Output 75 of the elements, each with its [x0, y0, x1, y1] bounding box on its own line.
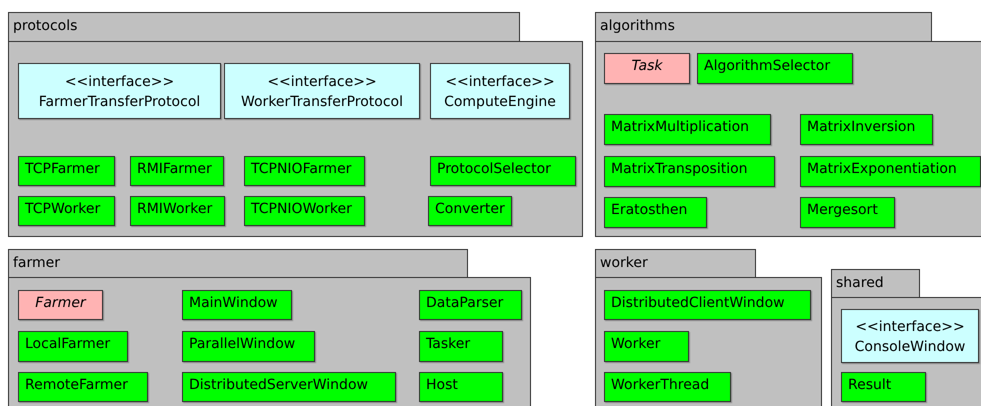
class-name: DataParser [426, 294, 504, 313]
abstract-class-box [18, 290, 103, 320]
stereotype-label: <<interface>> [855, 318, 965, 337]
class-box [604, 290, 811, 320]
stereotype-label: <<interface>> [445, 73, 555, 92]
class-name: TCPFarmer [25, 160, 100, 179]
class-name: Worker [611, 335, 660, 354]
package-tab: farmer [8, 249, 468, 278]
class-box [18, 331, 128, 362]
class-box [800, 197, 895, 228]
interface-box [841, 309, 979, 363]
class-box [244, 156, 365, 186]
class-box [18, 156, 115, 186]
class-box [430, 156, 576, 186]
class-name: MatrixTransposition [611, 160, 748, 179]
class-box [604, 197, 707, 228]
class-name: Farmer [35, 294, 86, 313]
stereotype-label: <<interface>> [267, 73, 377, 92]
class-box [182, 372, 396, 402]
class-box [244, 196, 365, 226]
class-name: Tasker [426, 335, 470, 354]
class-name: RemoteFarmer [25, 376, 128, 395]
class-name: DistributedServerWindow [189, 376, 368, 395]
class-name: Result [848, 376, 892, 395]
class-name: ComputeEngine [444, 93, 556, 112]
class-name: TCPNIOWorker [251, 200, 352, 219]
class-box [18, 372, 148, 402]
class-name: TCPWorker [25, 200, 100, 219]
class-name: Converter [435, 200, 505, 219]
class-name: Eratosthen [611, 201, 688, 220]
interface-box [18, 63, 221, 119]
class-box [604, 331, 689, 362]
class-name: TCPNIOFarmer [251, 160, 352, 179]
class-name: Mergesort [807, 201, 878, 220]
class-name: MatrixInversion [807, 118, 916, 137]
class-name: AlgorithmSelector [704, 57, 830, 76]
class-name: LocalFarmer [25, 335, 110, 354]
class-name: MainWindow [189, 294, 278, 313]
class-name: ProtocolSelector [437, 160, 551, 179]
class-box [419, 372, 503, 402]
stereotype-label: <<interface>> [64, 73, 174, 92]
class-box [604, 156, 775, 187]
class-box [419, 331, 503, 362]
interface-box [430, 63, 570, 119]
package-tab: worker [595, 249, 756, 278]
class-box [428, 196, 512, 226]
class-box [182, 290, 292, 320]
class-box [841, 372, 926, 402]
class-box [419, 290, 522, 320]
class-box [130, 196, 225, 226]
class-box [182, 331, 315, 362]
class-name: FarmerTransferProtocol [38, 93, 200, 112]
class-box [18, 196, 115, 226]
class-name: ConsoleWindow [854, 338, 966, 357]
abstract-class-box [604, 53, 690, 84]
class-name: WorkerThread [611, 376, 710, 395]
class-box [604, 114, 771, 145]
class-box [800, 156, 981, 187]
class-name: Host [426, 376, 458, 395]
class-name: Task [631, 57, 663, 76]
class-name: MatrixExponentiation [807, 160, 957, 179]
class-name: DistributedClientWindow [611, 294, 785, 313]
package-tab: shared [831, 269, 920, 298]
class-box [130, 156, 224, 186]
class-box [800, 114, 933, 145]
class-name: ParallelWindow [189, 335, 296, 354]
class-name: WorkerTransferProtocol [240, 93, 404, 112]
class-name: RMIWorker [137, 200, 212, 219]
class-box [604, 372, 731, 402]
class-box [697, 53, 853, 84]
package-tab: protocols [8, 12, 520, 42]
package-tab: algorithms [595, 12, 932, 42]
interface-box [224, 63, 420, 119]
class-name: RMIFarmer [137, 160, 212, 179]
class-name: MatrixMultiplication [611, 118, 750, 137]
